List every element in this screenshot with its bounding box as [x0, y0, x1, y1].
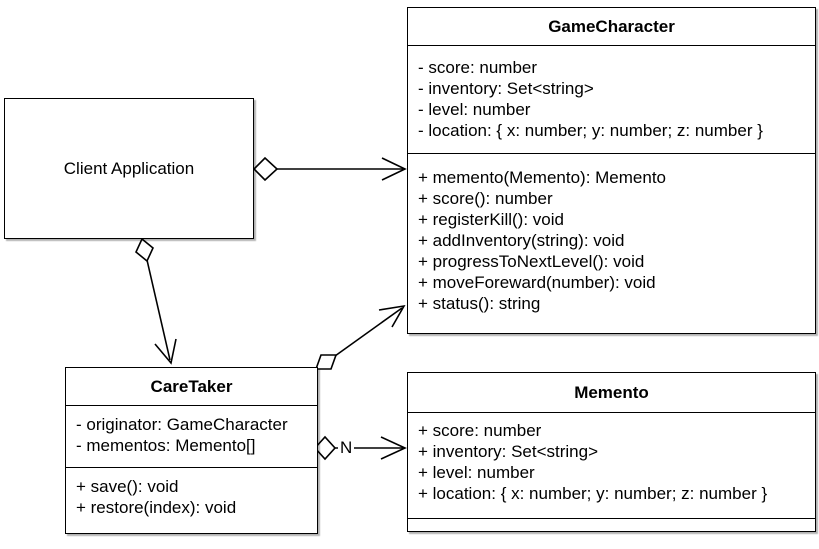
method-row: + registerKill(): void	[418, 210, 564, 229]
attribute-row: + location: { x: number; y: number; z: n…	[418, 484, 768, 503]
attribute-row: + level: number	[418, 463, 535, 482]
aggregation-diamond-icon	[135, 237, 154, 263]
method-row: + score(): number	[418, 189, 553, 208]
attribute-row: - location: { x: number; y: number; z: n…	[418, 121, 763, 140]
method-row: + status(): string	[418, 294, 541, 313]
connector-caretaker-to-gamecharacter	[314, 304, 406, 370]
attributes-compartment: + score: number + inventory: Set<string>…	[408, 412, 815, 518]
aggregation-diamond-icon	[252, 156, 279, 182]
edge-multiplicity-label: N	[338, 438, 355, 457]
class-box-gamecharacter: GameCharacter - score: number - inventor…	[407, 7, 816, 334]
method-row: + progressToNextLevel(): void	[418, 252, 645, 271]
methods-compartment: + save(): void + restore(index): void	[66, 467, 317, 532]
connector-client-to-caretaker	[135, 237, 177, 365]
method-row: + moveForeward(number): void	[418, 273, 656, 292]
attribute-row: - inventory: Set<string>	[418, 79, 594, 98]
open-arrowhead-icon	[378, 304, 406, 328]
methods-compartment-empty	[408, 518, 815, 528]
class-box-caretaker: CareTaker - originator: GameCharacter - …	[65, 367, 318, 534]
node-client-application-label: Client Application	[63, 158, 195, 178]
attribute-row: + score: number	[418, 421, 542, 440]
attribute-row: - score: number	[418, 58, 538, 77]
class-box-memento: Memento + score: number + inventory: Set…	[407, 372, 816, 532]
aggregation-diamond-icon	[313, 435, 337, 461]
method-row: + memento(Memento): Memento	[418, 168, 667, 187]
attribute-row: + inventory: Set<string>	[418, 442, 599, 461]
attribute-row: - level: number	[418, 100, 531, 119]
connector-caretaker-to-memento	[313, 435, 407, 461]
method-row: + save(): void	[76, 477, 179, 496]
connector-line	[334, 307, 403, 357]
class-title-memento: Memento	[574, 382, 649, 402]
method-row: + restore(index): void	[76, 498, 237, 517]
aggregation-diamond-icon	[314, 354, 338, 370]
node-client-application: Client Application	[4, 98, 254, 239]
class-title-caretaker: CareTaker	[150, 376, 233, 396]
open-arrowhead-icon	[154, 338, 177, 365]
attributes-compartment: - score: number - inventory: Set<string>…	[408, 45, 815, 153]
class-title-gamecharacter: GameCharacter	[548, 16, 675, 36]
attributes-compartment: - originator: GameCharacter - mementos: …	[66, 405, 317, 467]
connector-line	[146, 259, 171, 361]
open-arrowhead-icon	[381, 157, 407, 181]
method-row: + addInventory(string): void	[418, 231, 625, 250]
open-arrowhead-icon	[380, 436, 407, 460]
connector-client-to-gamecharacter	[252, 156, 407, 182]
attribute-row: - mementos: Memento[]	[76, 436, 256, 455]
attribute-row: - originator: GameCharacter	[76, 415, 288, 434]
methods-compartment: + memento(Memento): Memento + score(): n…	[408, 153, 815, 332]
